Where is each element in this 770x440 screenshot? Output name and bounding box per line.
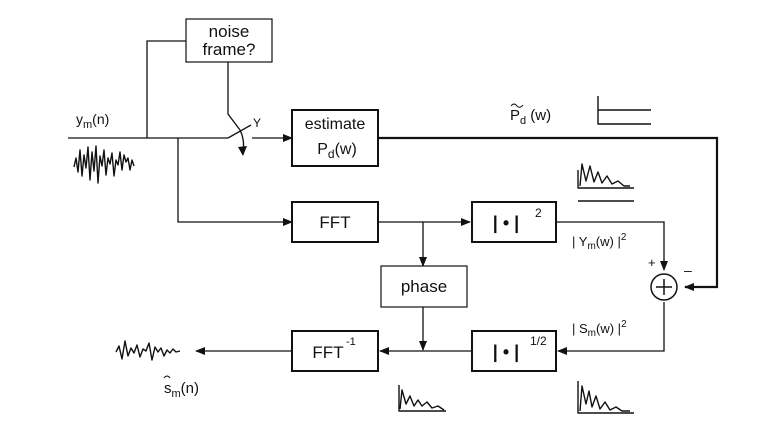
hat-mark [163,375,171,379]
magsq-label: | • | [493,213,519,233]
summer-block [650,273,678,301]
noisy-spectrum-sketch [577,163,634,202]
switch-control-wire [227,62,241,131]
s-power-label: | Sm(w) |2 [572,319,627,339]
noise-psd-sketch [597,96,651,125]
magsqrt-label: | • | [493,342,519,362]
fft-block: FFT [291,201,379,243]
estimate-to-summer [378,136,719,291]
estimate-line2: Pd(w) [317,141,357,161]
input-to-fft [177,138,293,226]
ifft-label: FFT [312,343,343,362]
y-power-label: | Ym(w) |2 [572,232,627,252]
switch-arrowhead [238,146,247,156]
clean-spectrum-sketch-1 [398,385,446,412]
hat-mark [510,103,524,108]
noise-frame-block: noise frame? [185,18,273,63]
ifft-exp: -1 [346,336,356,348]
magsqrt-exp: 1/2 [530,334,547,348]
output-label: sm(n) [163,375,199,400]
phase-block: phase [380,265,468,308]
switch-arm [227,124,252,139]
svg-text:Pd (w): Pd (w) [510,107,551,127]
clean-spectrum-sketch-2 [577,381,634,414]
noise-frame-line1: noise [209,22,250,41]
magnitude-sqrt-block: | • | 1/2 [471,330,557,372]
phase-label: phase [401,277,447,296]
estimate-line1: estimate [305,116,366,133]
input-label: ym(n) [76,111,109,131]
magsq-exp: 2 [535,206,542,220]
summer-to-magsqrt [557,302,665,355]
magsq-to-summer [556,221,668,271]
magnitude-squared-block: | • | 2 [471,201,557,243]
output-waveform [115,340,181,361]
plus-sign: + [648,255,656,270]
switch-output-label: Y [253,116,261,130]
noisy-input-waveform [73,145,135,184]
noise-psd-label: Pd (w) [510,103,551,127]
estimate-block: estimate Pd(w) [291,109,379,167]
svg-text:sm(n): sm(n) [164,380,199,400]
minus-sign: – [684,262,692,278]
noise-detector-wire [146,40,186,138]
ifft-block: FFT -1 [291,330,379,372]
noise-frame-line2: frame? [203,40,256,59]
wires [68,40,719,355]
fft-label: FFT [319,213,350,232]
